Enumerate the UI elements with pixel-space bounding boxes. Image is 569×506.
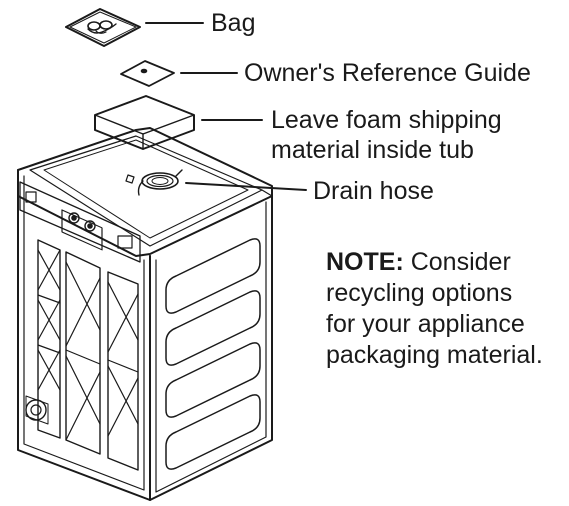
owners-guide-label: Owner's Reference Guide <box>244 59 531 87</box>
note-line-3: for your appliance <box>326 310 525 338</box>
drain-hose <box>125 169 183 196</box>
drain-leader-line <box>185 182 307 191</box>
note-line-4: packaging material. <box>326 341 543 369</box>
note-line-1: NOTE: Consider <box>326 247 566 278</box>
washer-side-panel <box>149 195 273 501</box>
foam-block <box>94 95 195 150</box>
foam-label-line1: Leave foam shipping <box>271 106 502 134</box>
note-heading: NOTE: <box>326 248 404 276</box>
note-line1-rest: Consider <box>403 248 511 276</box>
washer-back-panel <box>17 169 151 501</box>
owners-guide-booklet <box>120 60 175 87</box>
drain-hose-label: Drain hose <box>313 177 434 205</box>
parts-bag <box>65 8 141 47</box>
recycling-note: NOTE: Consider recycling options for you… <box>326 247 566 371</box>
note-line-2: recycling options <box>326 279 513 307</box>
foam-label-line2: material inside tub <box>271 136 474 164</box>
bag-label: Bag <box>211 9 256 37</box>
